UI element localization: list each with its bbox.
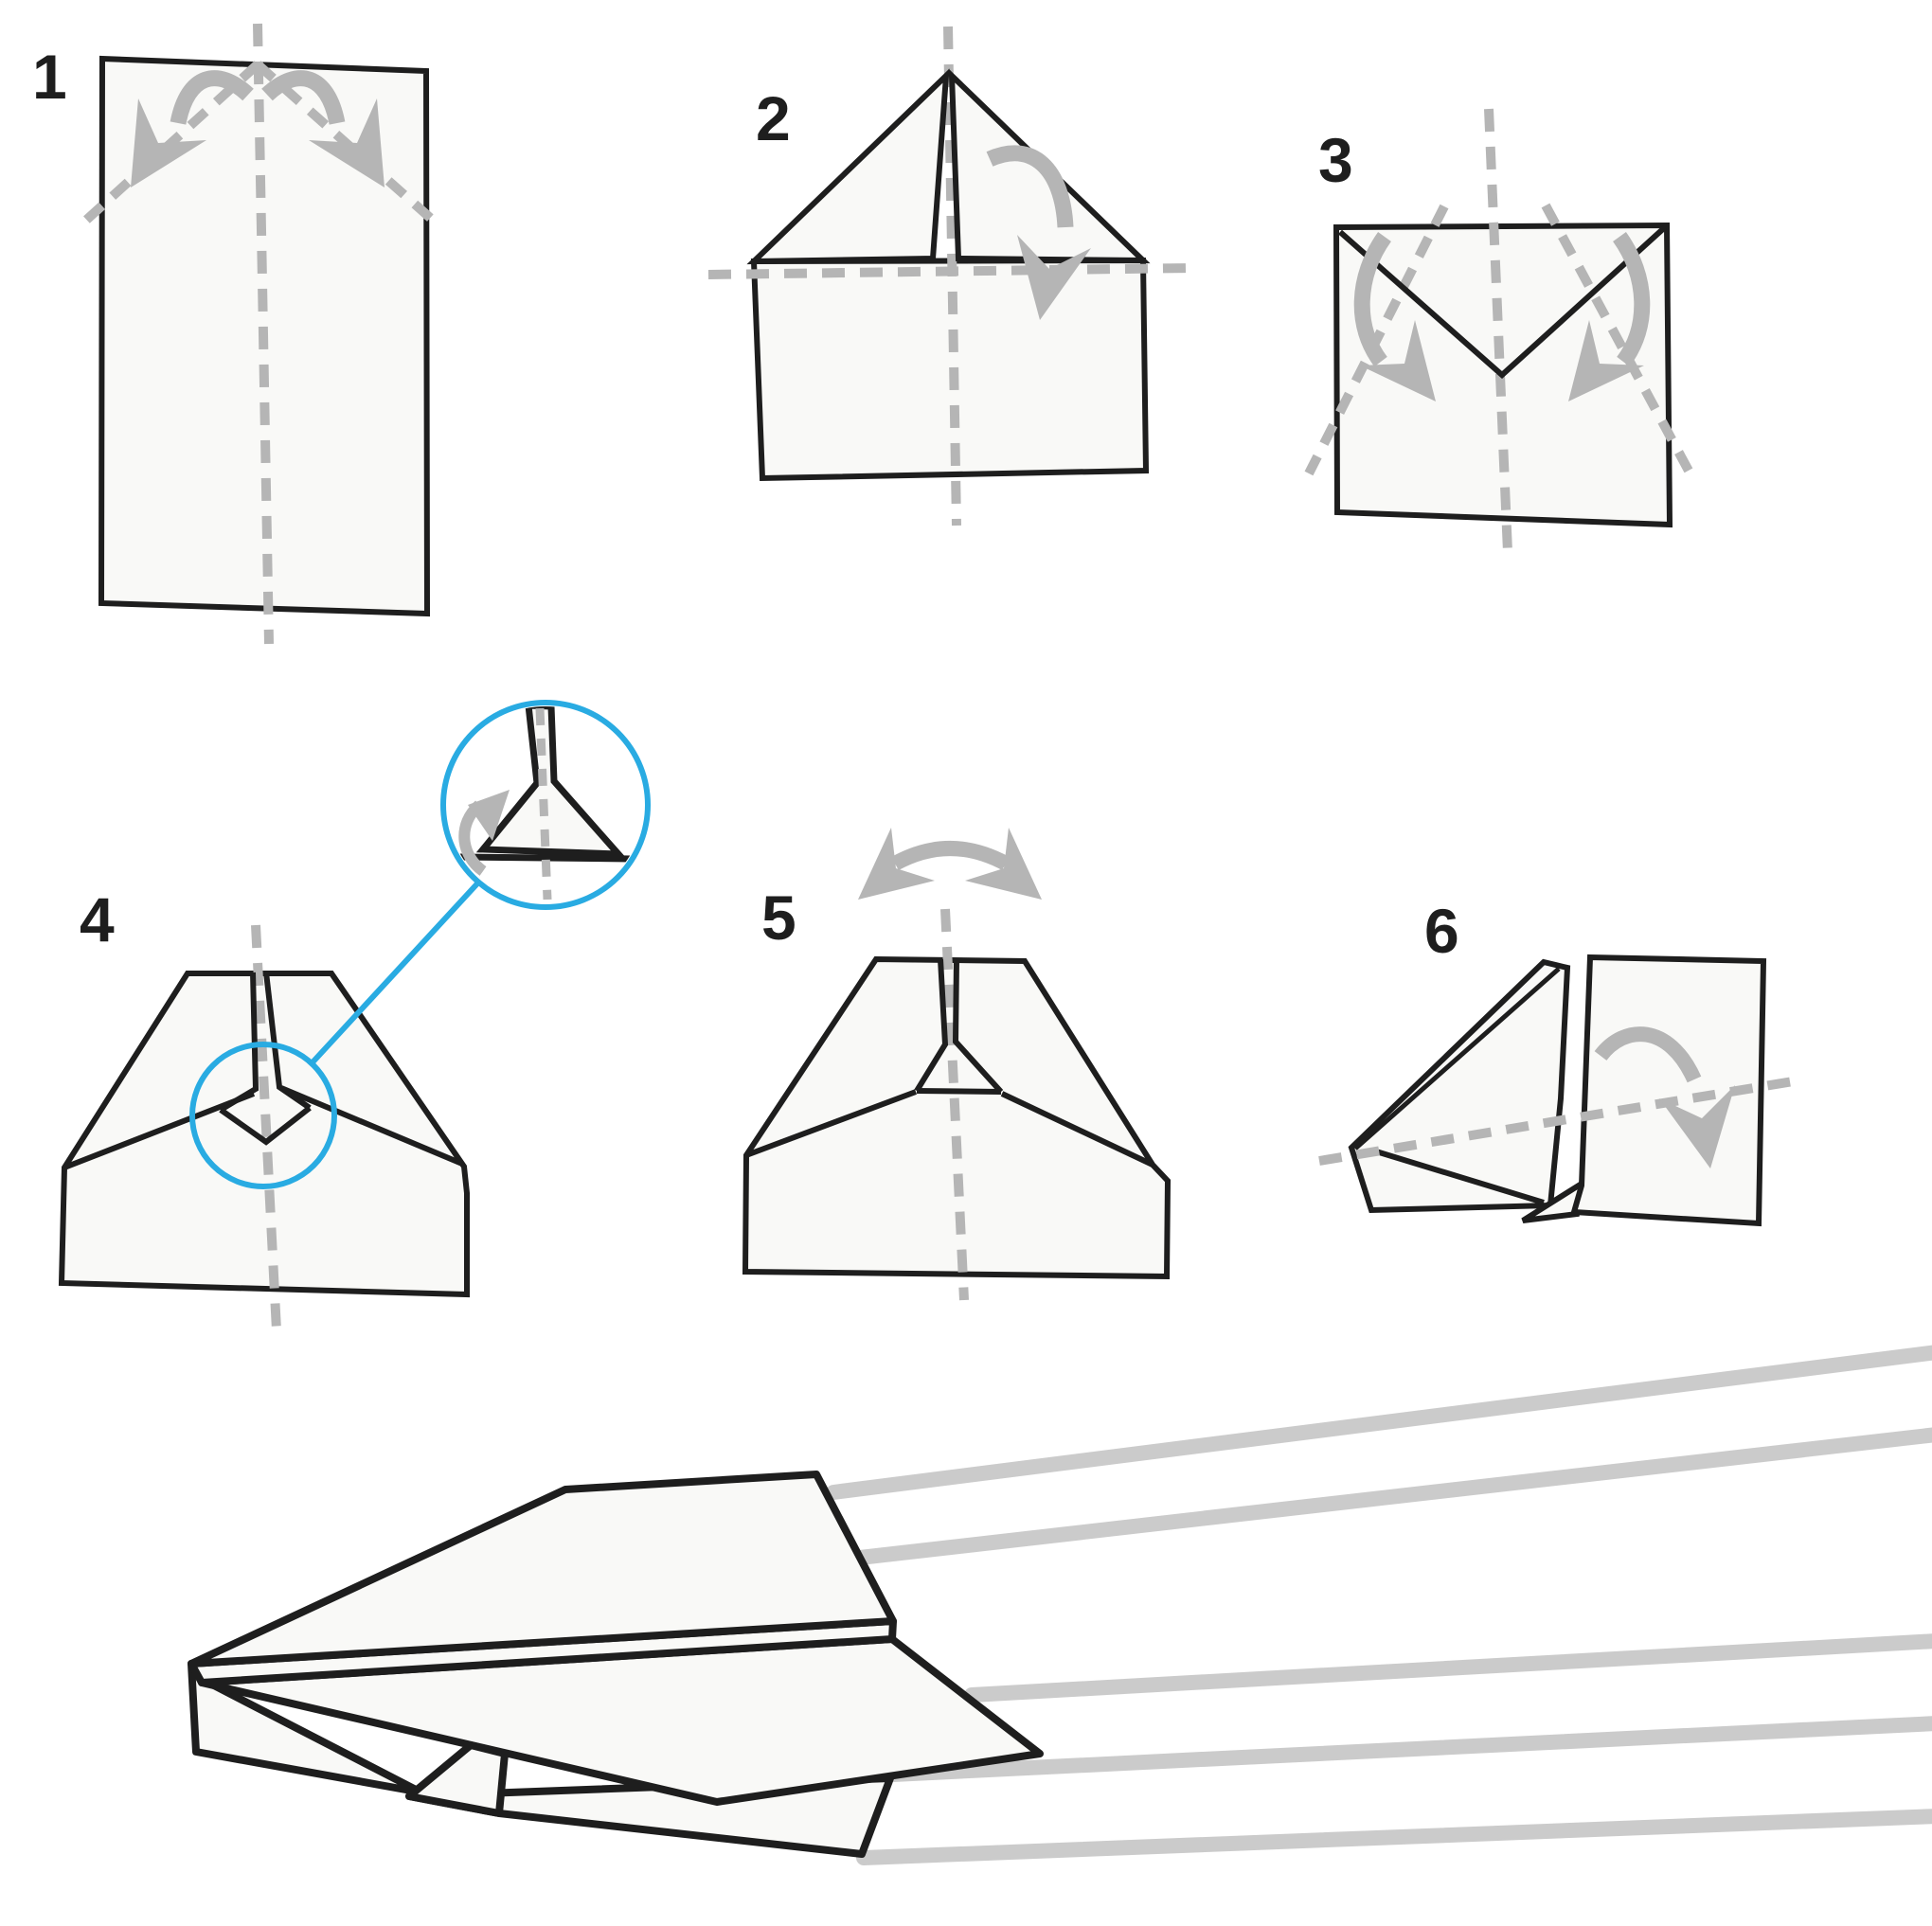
center-fold-dashed-line bbox=[251, 924, 281, 1331]
center-fold-dashed-line bbox=[943, 26, 961, 526]
horizontal-fold-dashed-line bbox=[707, 263, 1192, 279]
step-4-label: 4 bbox=[80, 884, 115, 954]
fold-both-ways-arrow-icon bbox=[858, 828, 1042, 900]
tuck-arrow-icon bbox=[458, 790, 510, 876]
center-fold-dashed-line bbox=[940, 908, 969, 1301]
keel-crease bbox=[1375, 1149, 1545, 1205]
step-3-diagram bbox=[1304, 108, 1693, 553]
step-4-diagram bbox=[58, 700, 651, 1331]
step-5-label: 5 bbox=[761, 883, 796, 953]
step-5-diagram bbox=[742, 828, 1172, 1301]
top-wing bbox=[188, 1471, 897, 1667]
v-fold-crease bbox=[1338, 224, 1668, 380]
fold-down-arrow-icon bbox=[986, 145, 1091, 320]
fold-arrow-left-icon bbox=[131, 70, 254, 187]
center-strip-crease-right bbox=[263, 972, 312, 1111]
right-diagonal-fold-dashed-line bbox=[1541, 203, 1693, 473]
fold-arrow-right-icon bbox=[1568, 232, 1651, 401]
step-1-label: 1 bbox=[32, 42, 67, 112]
step-3-label: 3 bbox=[1318, 125, 1353, 195]
lock-fold-v-crease bbox=[219, 1105, 312, 1146]
wing-fold-dashed-line bbox=[1318, 1075, 1805, 1166]
callout-center-dashed-line bbox=[535, 707, 552, 901]
callout-paper-detail bbox=[475, 706, 627, 858]
right-wing-crease bbox=[1000, 1091, 1154, 1168]
step-2-label: 2 bbox=[756, 83, 791, 153]
center-fold-dashed-line bbox=[253, 23, 274, 645]
callout-wing-edge bbox=[458, 853, 633, 863]
step-2-diagram bbox=[707, 26, 1192, 526]
left-folded-corner bbox=[746, 68, 950, 265]
center-strip-crease-right bbox=[952, 958, 1004, 1095]
wing-panel-right bbox=[1570, 954, 1767, 1227]
folded-body-left bbox=[1348, 958, 1571, 1214]
left-wing-crease bbox=[744, 1089, 918, 1158]
fold-arrow-left-icon bbox=[1353, 232, 1436, 401]
speed-lines-icon bbox=[826, 1345, 1932, 1865]
right-wing-crease bbox=[279, 1085, 464, 1167]
lock-fold-base-crease bbox=[916, 1088, 1002, 1095]
callout-connector-line bbox=[309, 879, 482, 1066]
magnifier-callout bbox=[440, 700, 651, 910]
step-1-diagram bbox=[78, 23, 441, 645]
lock-tab-fin bbox=[405, 1741, 509, 1817]
step-6-label: 6 bbox=[1424, 896, 1459, 966]
folded-edge-double-line bbox=[1353, 967, 1561, 1150]
finished-plane-flying bbox=[188, 1345, 1932, 1865]
fold-arrow-right-icon bbox=[261, 70, 385, 187]
left-wing-crease bbox=[63, 1091, 256, 1170]
step-6-diagram bbox=[1318, 954, 1805, 1227]
center-strip-crease-left bbox=[914, 958, 949, 1093]
paper-plane bbox=[188, 1471, 1044, 1858]
fold-wing-down-arrow-icon bbox=[1594, 1026, 1735, 1168]
detail-highlight-circle bbox=[189, 1042, 337, 1189]
